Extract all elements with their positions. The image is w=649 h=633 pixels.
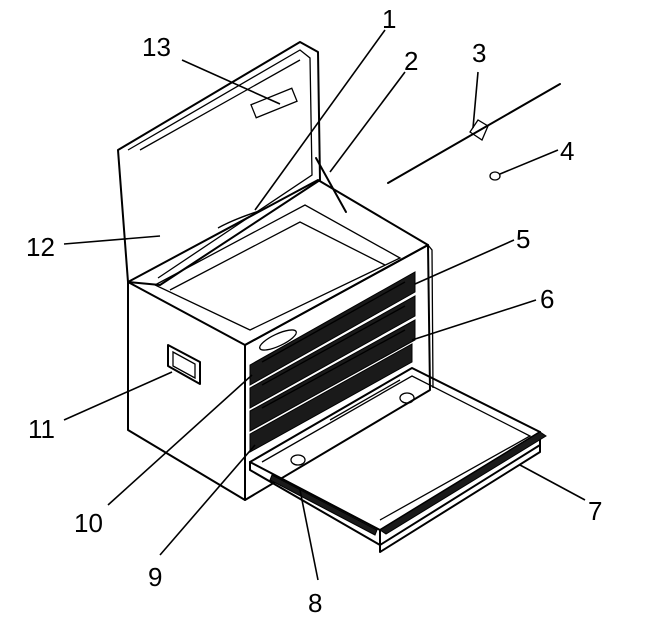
lid-stay-rod bbox=[387, 83, 561, 184]
lid bbox=[117, 41, 321, 286]
lid-stay bbox=[315, 157, 347, 213]
callout-9: 9 bbox=[148, 562, 162, 592]
callout-5: 5 bbox=[516, 224, 530, 254]
callout-2: 2 bbox=[404, 46, 418, 76]
open-drawer bbox=[249, 367, 547, 553]
callout-7: 7 bbox=[588, 496, 602, 526]
callout-labels: 1 2 3 4 5 6 7 8 9 10 11 12 13 bbox=[26, 4, 602, 618]
callout-1: 1 bbox=[382, 4, 396, 34]
leader-lines bbox=[63, 29, 586, 581]
callout-6: 6 bbox=[540, 284, 554, 314]
drawer-stack bbox=[249, 271, 416, 453]
callout-12: 12 bbox=[26, 232, 55, 262]
cabinet-body bbox=[127, 179, 434, 501]
callout-13: 13 bbox=[142, 32, 171, 62]
side-handle bbox=[167, 344, 201, 385]
callout-8: 8 bbox=[308, 588, 322, 618]
retaining-clip bbox=[489, 171, 501, 181]
callout-3: 3 bbox=[472, 38, 486, 68]
callout-11: 11 bbox=[28, 414, 55, 444]
logo-plate bbox=[259, 329, 297, 351]
lid-label-plate bbox=[250, 87, 298, 119]
callout-4: 4 bbox=[560, 136, 574, 166]
callout-10: 10 bbox=[74, 508, 103, 538]
